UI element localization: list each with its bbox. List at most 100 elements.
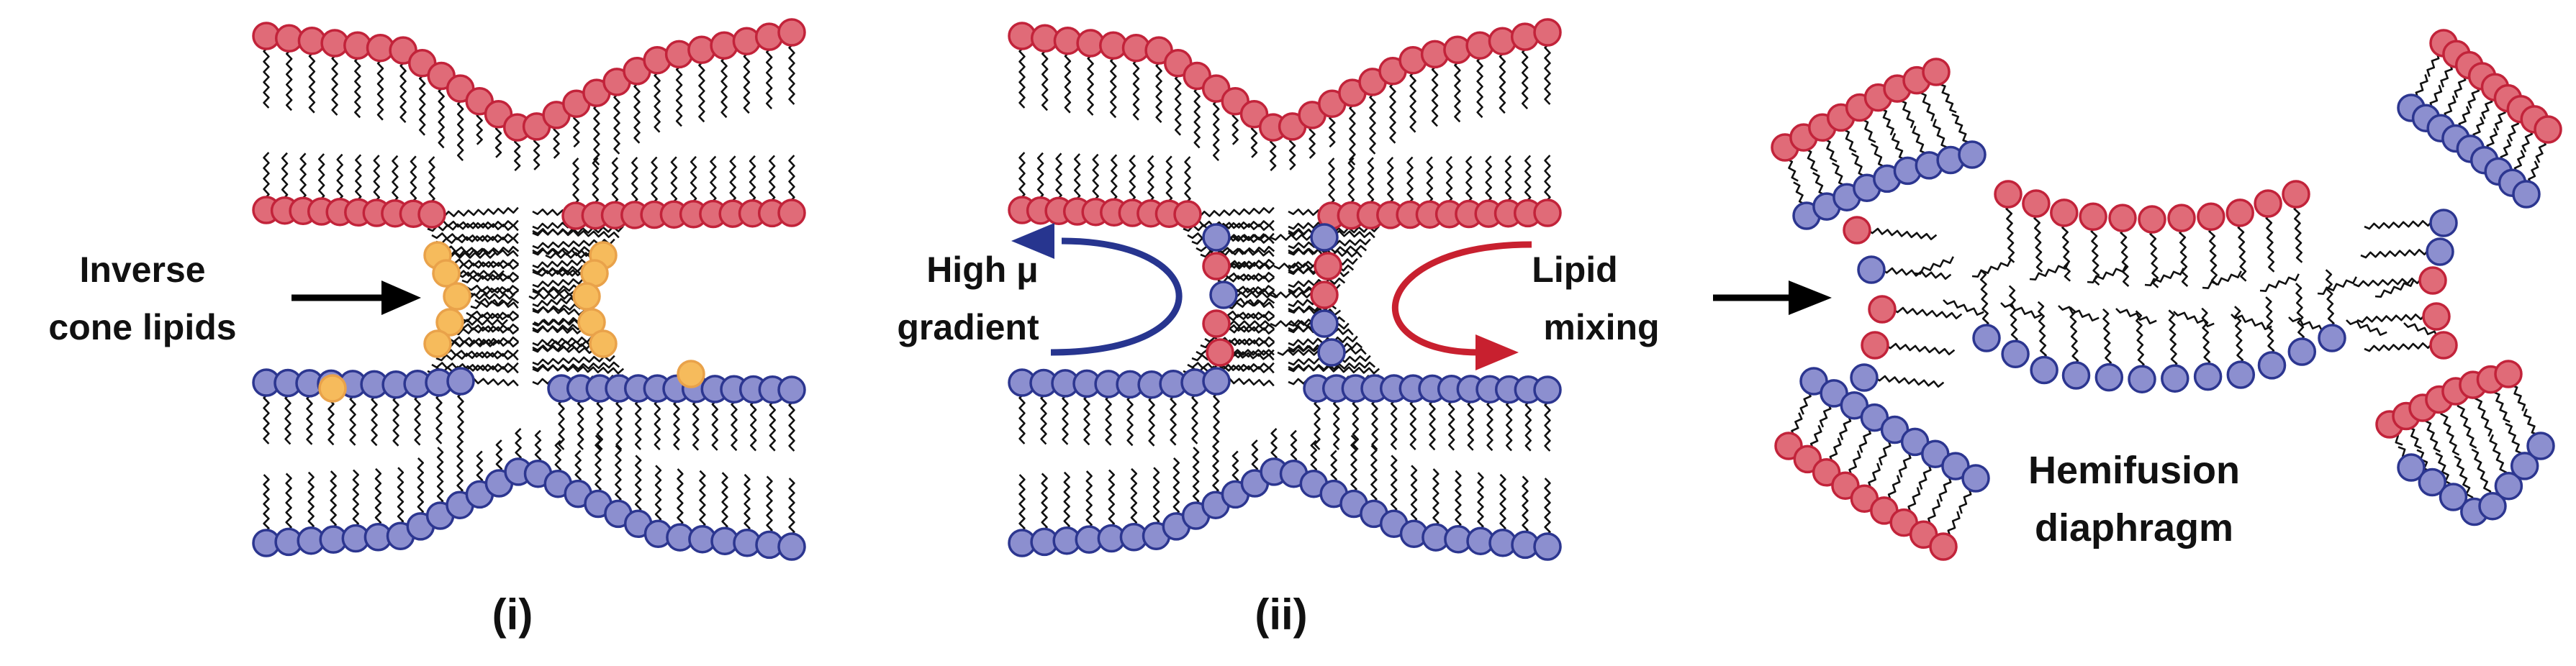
blue-lipid-head [2526,432,2555,460]
lipid-tail [533,319,585,326]
red-lipid-head [2022,189,2051,218]
red-lipid-head [2138,205,2166,234]
orange-lipid-head [435,308,464,337]
lipid-tail [2364,342,2433,352]
lipid-tail [1288,306,1342,316]
hemifusion-lipid-heads [1771,29,2562,561]
lipid-tail [532,297,577,307]
blue-lipid-head [2318,324,2346,352]
red-lipid-head [1314,252,1342,280]
lipid-tail [1881,267,1952,280]
blue-lipid-head [2287,337,2317,366]
red-lipid-head [1202,252,1231,280]
lipid-tail [1885,342,1956,355]
lipid-tail [461,272,520,283]
blue-lipid-head [2061,361,2091,390]
blue-lipid-head [1958,140,1987,169]
lipid-tail [1273,263,1321,270]
red-lipid-head [1202,309,1231,338]
red-lipid-head [417,200,446,229]
red-lipid-head [777,199,806,227]
orange-lipid-head [318,374,347,403]
blue-lipid-head [1961,464,1990,493]
lipid-tail [444,252,496,259]
red-lipid-head [2254,189,2282,218]
blue-lipid-head [2397,453,2426,482]
panel-ii-lipid-heads [1008,18,1562,561]
lipid-tail [470,298,520,309]
panel-i-stalk [252,18,806,561]
red-lipid-head [1206,338,1234,367]
blue-lipid-head [2257,351,2287,380]
lipid-tail [2000,302,2042,319]
blue-lipid-head [1317,338,1346,367]
red-lipid-head [2534,115,2562,144]
orange-lipid-head [432,259,461,288]
lipid-tail [532,364,625,375]
lipid-tail [2489,434,2508,478]
inverse-cone-arrow [292,280,421,315]
blue-lipid-head [1209,280,1238,309]
lipid-tail [2454,455,2474,503]
lipid-tail [545,340,597,347]
lipid-tail [457,323,520,334]
red-lipid-head [1861,331,1889,360]
blue-lipid-head [1310,309,1339,338]
lipid-tail [1270,320,1318,327]
lipid-tail [1914,256,1954,275]
blue-lipid-head [1202,367,1231,396]
orange-lipid-head [677,360,705,388]
lipid-tail [1223,234,1271,241]
lipid-tail [2087,265,2127,283]
red-lipid-head [2108,204,2137,232]
lipid-tail [2144,268,2184,286]
lipid-tail [1288,364,1380,375]
lipid-tail [2474,393,2493,437]
lipid-tail [435,232,519,245]
lipid-tail [2440,408,2460,456]
lipid-tail [1270,234,1318,241]
lipid-tail [1223,263,1271,270]
lipid-tail [528,293,580,300]
high-mu-label-line2: gradient [897,307,1039,347]
panel-ii-stalk [1008,18,1562,561]
hemifusion-label-line2: diaphragm [2035,506,2233,549]
red-lipid-head [2167,204,2196,232]
lipid-tail [2353,277,2423,288]
lipid-tail [1288,277,1346,288]
inverse-cone-label-line2: cone lipids [48,307,236,347]
lipid-tail [474,298,519,309]
blue-lipid-head [2426,237,2454,266]
hemifusion-diaphragm-structure [1771,29,2562,561]
blue-lipid-head [1850,363,1879,392]
red-lipid-head [2429,331,2458,360]
red-lipid-head [1533,199,1562,227]
orange-lipid-head [423,329,452,358]
lipid-tail [1226,349,1275,356]
blue-lipid-head [2226,360,2256,389]
lipid-tail [1867,227,1938,240]
blue-lipid-head [2001,339,2030,369]
lipid-mixing-label-line1: Lipid [1532,250,1617,290]
blue-lipid-head [1533,532,1562,561]
blue-lipid-head [446,367,475,396]
blue-lipid-head [777,532,806,561]
blue-lipid-head [777,375,806,404]
lipid-tail [444,245,520,258]
lipid-tail [2471,448,2492,498]
lipid-tail [1183,219,1275,232]
orange-lipid-head [572,282,601,311]
lipid-tail [448,258,520,270]
lipid-tail [461,311,520,322]
lipid-tail [532,228,620,239]
red-lipid-head [1922,58,1951,86]
blue-lipid-head [2439,483,2468,511]
blue-lipid-head [2030,355,2058,385]
lipid-tail [545,252,597,259]
lipid-tail [1971,259,2012,278]
lipid-tail [1230,291,1278,298]
red-lipid-head [1843,216,1871,245]
lipid-mixing-arrow [1392,241,1532,370]
lipid-tail [532,306,586,316]
